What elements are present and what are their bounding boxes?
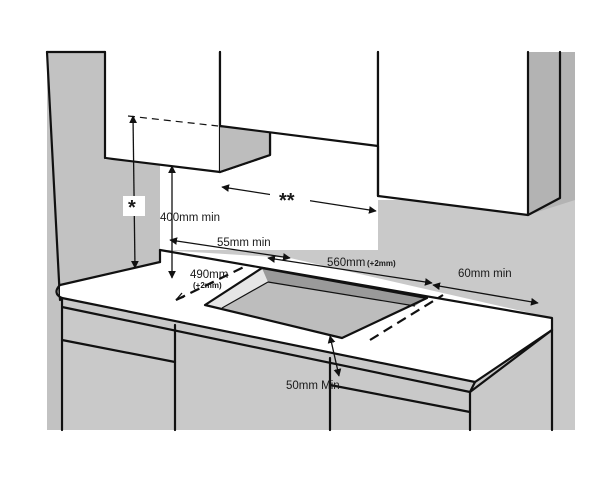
cutout-width-tolerance: (+2mm) — [367, 259, 396, 268]
dimension-60mm: 60mm min — [432, 268, 539, 306]
base-units — [60, 305, 554, 432]
dimension-55mm: 55mm min — [169, 237, 291, 261]
double-asterisk-mark: ** — [279, 190, 295, 212]
hob-cutout — [203, 266, 429, 340]
left-wall — [45, 50, 160, 430]
dimension-asterisk: * — [123, 115, 219, 269]
back-clearance-label: 55mm min — [217, 237, 271, 249]
cutout-depth-label: 490mm — [190, 269, 228, 281]
dimension-560mm: 560mm (+2mm) — [267, 255, 433, 286]
dimension-double-asterisk: ** — [221, 184, 377, 214]
hood-height-label: 400mm min — [160, 212, 220, 224]
dimension-right-depth — [369, 294, 444, 341]
asterisk-mark: * — [128, 197, 136, 219]
cutout-width-label: 560mm — [327, 257, 365, 269]
side-clearance-label: 60mm min — [458, 268, 512, 280]
wall-cabinet-right — [376, 50, 575, 217]
dimension-490mm: 490mm (+2mm) — [175, 265, 247, 301]
front-clearance-label: 50mm Min — [286, 380, 340, 392]
dimension-50mm: 50mm Min — [286, 335, 342, 392]
cutout-depth-tolerance: (+2mm) — [193, 281, 222, 290]
